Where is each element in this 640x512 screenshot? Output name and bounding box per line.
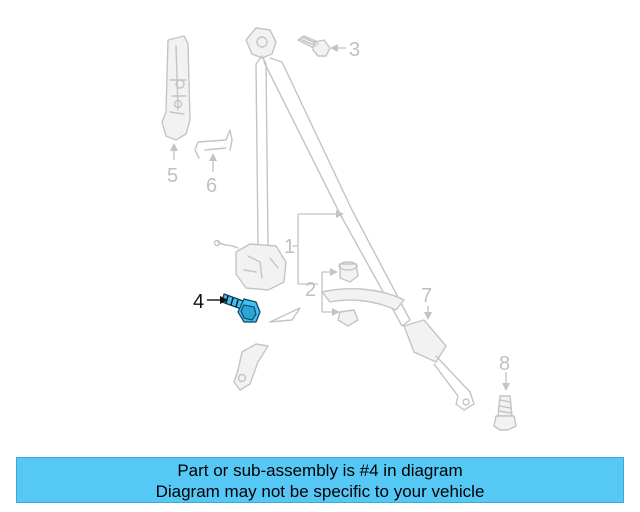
callout-label-7: 7: [421, 285, 432, 307]
part-7-buckle: [403, 319, 475, 411]
info-banner: Part or sub-assembly is #4 in diagram Di…: [16, 457, 624, 503]
callout-1: 1: [284, 210, 344, 285]
callout-3: 3: [330, 39, 360, 61]
callout-6: 6: [206, 153, 217, 197]
callout-label-6: 6: [206, 175, 217, 197]
callout-4: 4: [193, 291, 228, 313]
callout-label-1: 1: [284, 236, 295, 258]
part-3-bolt: [297, 35, 331, 57]
callout-7: 7: [421, 285, 432, 320]
callout-label-2: 2: [305, 279, 316, 301]
callout-label-3: 3: [349, 39, 360, 61]
callout-8: 8: [499, 353, 510, 391]
callout-label-8: 8: [499, 353, 510, 375]
parts-diagram: 1 2 3 4 5 6 7 8: [161, 27, 517, 431]
part-8-bolt: [493, 395, 517, 431]
lower-anchor-plate: [233, 343, 269, 391]
banner-line-disclaimer: Diagram may not be specific to your vehi…: [155, 482, 485, 501]
callout-label-4: 4: [193, 291, 204, 313]
part-6-clip: [194, 129, 233, 159]
part-2-guide-and-anchor: [269, 261, 405, 327]
callout-label-5: 5: [167, 165, 178, 187]
banner-line-part: Part or sub-assembly is #4 in diagram: [177, 461, 463, 480]
callout-2: 2: [305, 268, 340, 316]
callout-5: 5: [167, 143, 178, 187]
part-4-bolt-highlighted: [221, 293, 261, 323]
part-5-anchor-bracket: [161, 35, 191, 141]
